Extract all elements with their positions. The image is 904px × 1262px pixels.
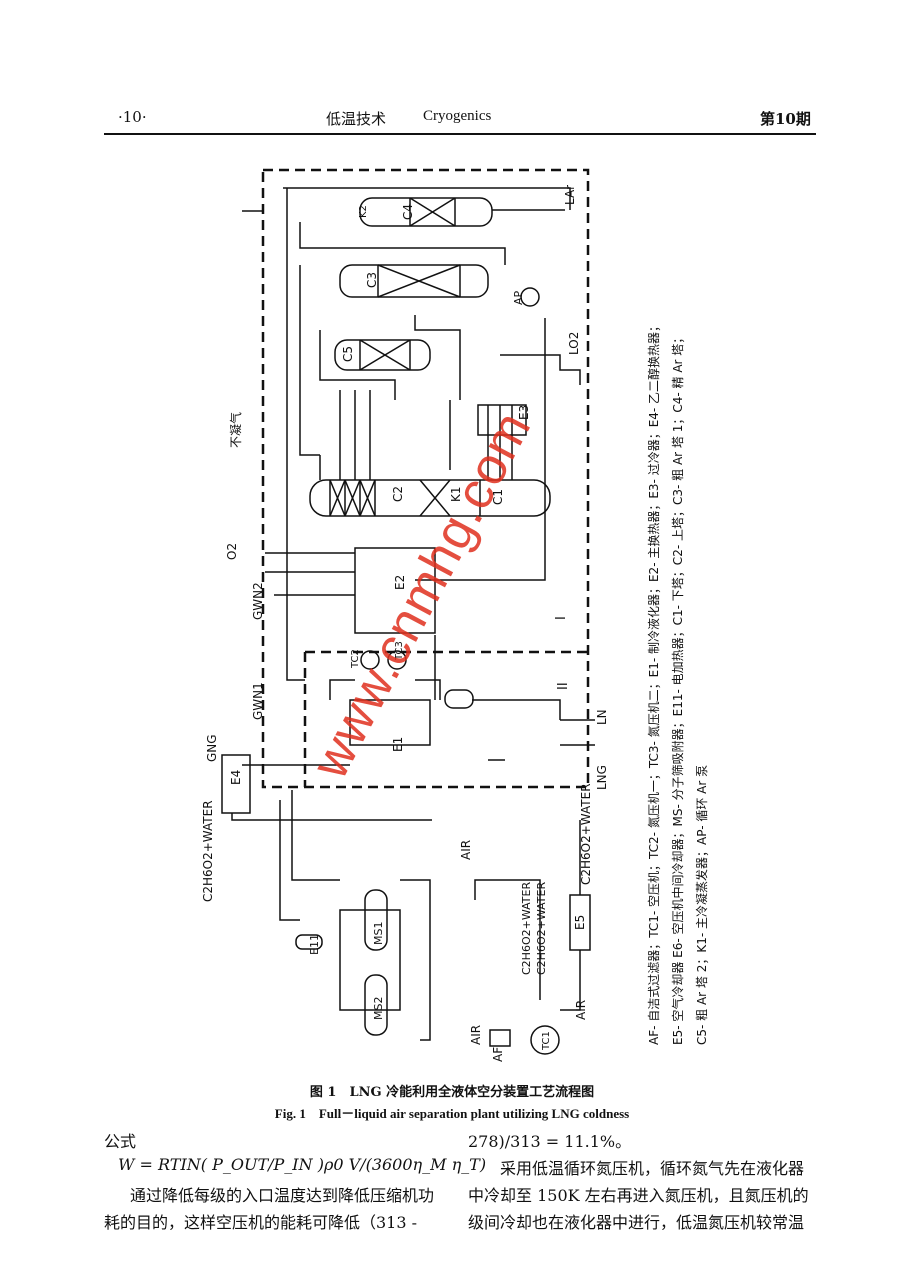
label-af: AF [491, 1047, 505, 1062]
body-right-line-1: 278)/313 = 11.1%。 [468, 1132, 632, 1151]
label-c2h6o2-mid1: C2H6O2+WATER [520, 882, 533, 975]
page-number: ·10· [118, 108, 147, 126]
body-left-line-4: 耗的目的，这样空压机的能耗可降低（313 - [104, 1213, 418, 1232]
label-e5: E5 [573, 915, 587, 930]
process-flow-diagram: LAr LO2 LN LNG GNG O2 GWN2 GWN1 不凝气 C2H6… [201, 168, 709, 1062]
label-tc1: TC1 [541, 1031, 552, 1051]
legend-line-1: AF- 自洁式过滤器；TC1- 空压机；TC2- 氮压机一；TC3- 氮压机二；… [646, 320, 661, 1045]
body-right-line-3: 中冷却至 150K 左右再进入氮压机，且氮压机的 [468, 1186, 809, 1205]
figure-caption-cn: 图 1 LNG 冷能利用全液体空分装置工艺流程图 [309, 1085, 595, 1100]
label-air2: AIR [574, 1000, 588, 1020]
figure-caption-en: Fig. 1 Full－liquid air separation plant … [274, 1106, 630, 1121]
body-left-line-1: 公式 [104, 1132, 137, 1151]
label-air1: AIR [459, 840, 473, 860]
label-lar: LAr [563, 185, 577, 205]
label-buning: 不凝气 [228, 412, 243, 448]
label-c5: C5 [341, 346, 355, 362]
label-e1: E1 [391, 737, 405, 752]
legend-line-2: E5- 空气冷却器 E6- 空压机中间冷却器；MS- 分子筛吸附器；E11- 电… [670, 332, 685, 1045]
label-k1: K1 [449, 486, 463, 502]
label-c2: C2 [391, 486, 405, 502]
label-c2h6o2-left: C2H6O2+WATER [201, 800, 215, 902]
legend-line-3: C5- 粗 Ar 塔 2；K1- 主冷凝蒸发器；AP- 循环 Ar 泵 [694, 765, 709, 1045]
label-ms2: MS2 [372, 997, 385, 1020]
label-air3: AIR [469, 1025, 483, 1045]
label-gwn2: GWN2 [251, 582, 265, 620]
label-c2h6o2-right: C2H6O2+WATER [579, 783, 593, 885]
label-tc2: TC2 [350, 649, 361, 669]
label-zone2: II [556, 682, 571, 690]
label-zone1: I [554, 616, 569, 620]
label-e4: E4 [229, 770, 243, 785]
label-c4: C4 [401, 204, 415, 220]
label-c3: C3 [365, 272, 379, 288]
label-tc3: TC3 [394, 641, 405, 661]
body-right-line-4: 级间冷却也在液化器中进行，低温氮压机较常温 [468, 1213, 805, 1232]
body-left-formula: W = RTIN( P_OUT/P_IN )ρ0 V/(3600η_M η_T) [118, 1155, 487, 1174]
label-ms1: MS1 [372, 922, 385, 945]
header-rule [104, 133, 816, 135]
journal-title-en: Cryogenics [423, 108, 492, 124]
label-e11: E11 [308, 934, 321, 955]
label-lo2: LO2 [567, 332, 581, 355]
label-o2: O2 [225, 543, 239, 560]
label-e3: E3 [517, 405, 531, 420]
label-gng: GNG [205, 734, 219, 762]
label-lng: LNG [595, 765, 609, 790]
body-right-line-2: 采用低温循环氮压机，循环氮气先在液化器 [500, 1159, 805, 1178]
label-ap: AP [512, 290, 525, 305]
label-c1: C1 [491, 489, 505, 505]
body-left-line-3: 通过降低每级的入口温度达到降低压缩机功 [130, 1186, 435, 1205]
label-ln: LN [595, 709, 609, 725]
journal-title-cn: 低温技术 [326, 110, 387, 128]
label-c2h6o2-mid2: C2H6O2+WATER [535, 882, 548, 975]
label-k2: K2 [358, 205, 369, 218]
label-gwn1: GWN1 [251, 682, 265, 720]
issue-number: 第10期 [760, 110, 811, 128]
label-e2: E2 [393, 575, 407, 590]
